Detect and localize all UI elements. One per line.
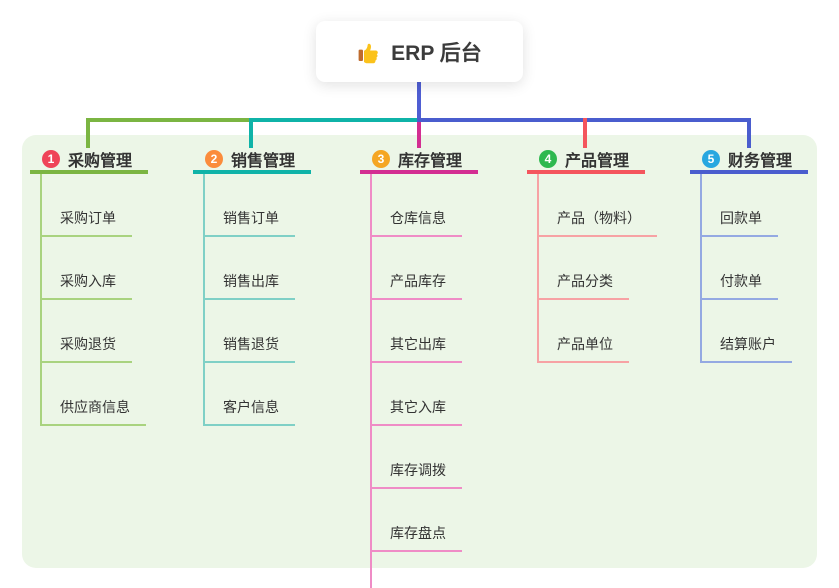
branch-number-badge: 4 [539, 150, 557, 168]
branch-product: 4 产品管理 产品（物料） 产品分类 产品单位 [527, 148, 657, 363]
branches-panel [22, 135, 817, 568]
mindmap-node[interactable]: 库存盘点 [372, 489, 462, 552]
branch-children: 采购订单 采购入库 采购退货 供应商信息 [40, 174, 148, 426]
root-title: ERP 后台 [391, 41, 482, 65]
branch-children: 产品（物料） 产品分类 产品单位 [537, 174, 657, 363]
branch-drop-line [583, 118, 587, 148]
branch-header[interactable]: 2 销售管理 [193, 148, 311, 174]
branch-label: 库存管理 [398, 153, 463, 170]
mindmap-node[interactable]: 采购入库 [42, 237, 132, 300]
branch-finance: 5 财务管理 回款单 付款单 结算账户 [690, 148, 808, 363]
mindmap-node[interactable]: 出库库明细 [372, 552, 476, 588]
branch-header[interactable]: 5 财务管理 [690, 148, 808, 174]
branch-purchase: 1 采购管理 采购订单 采购入库 采购退货 供应商信息 [30, 148, 148, 426]
mindmap-node[interactable]: 库存调拨 [372, 426, 462, 489]
branch-header[interactable]: 1 采购管理 [30, 148, 148, 174]
bus-line-teal [250, 118, 419, 122]
mindmap-node[interactable]: 其它出库 [372, 300, 462, 363]
mindmap-node[interactable]: 销售出库 [205, 237, 295, 300]
branch-label: 销售管理 [231, 153, 296, 170]
mindmap-node[interactable]: 结算账户 [702, 300, 792, 363]
mindmap-node[interactable]: 产品（物料） [539, 174, 657, 237]
branch-header[interactable]: 4 产品管理 [527, 148, 645, 174]
mindmap-node[interactable]: 付款单 [702, 237, 778, 300]
branch-number-badge: 2 [205, 150, 223, 168]
root-connector-line [417, 82, 421, 122]
branch-number-badge: 3 [372, 150, 390, 168]
branch-drop-line [86, 118, 90, 148]
mindmap-node[interactable]: 仓库信息 [372, 174, 462, 237]
mindmap-node[interactable]: 供应商信息 [42, 363, 146, 426]
mindmap-node[interactable]: 采购订单 [42, 174, 132, 237]
branch-inventory: 3 库存管理 仓库信息 产品库存 其它出库 其它入库 库存调拨 库存盘点 出库库… [360, 148, 478, 588]
mindmap-node[interactable]: 销售退货 [205, 300, 295, 363]
branch-drop-line [249, 118, 253, 148]
branch-label: 采购管理 [68, 153, 133, 170]
mindmap-node[interactable]: 产品单位 [539, 300, 629, 363]
branch-children: 销售订单 销售出库 销售退货 客户信息 [203, 174, 311, 426]
mindmap-node[interactable]: 产品分类 [539, 237, 629, 300]
branch-sales: 2 销售管理 销售订单 销售出库 销售退货 客户信息 [193, 148, 311, 426]
branch-label: 产品管理 [565, 153, 630, 170]
mindmap-node[interactable]: 销售订单 [205, 174, 295, 237]
mindmap-node[interactable]: 回款单 [702, 174, 778, 237]
branch-children: 回款单 付款单 结算账户 [700, 174, 808, 363]
bus-line-green [86, 118, 253, 122]
mindmap-node[interactable]: 采购退货 [42, 300, 132, 363]
branch-number-badge: 1 [42, 150, 60, 168]
root-node[interactable]: ERP 后台 [316, 21, 523, 82]
mindmap-node[interactable]: 其它入库 [372, 363, 462, 426]
branch-header[interactable]: 3 库存管理 [360, 148, 478, 174]
mindmap-node[interactable]: 产品库存 [372, 237, 462, 300]
branch-drop-line [417, 122, 421, 148]
branch-children: 仓库信息 产品库存 其它出库 其它入库 库存调拨 库存盘点 出库库明细 [370, 174, 478, 588]
branch-drop-line [747, 118, 751, 148]
thumbs-up-icon [358, 43, 378, 63]
branch-number-badge: 5 [702, 150, 720, 168]
mindmap-node[interactable]: 客户信息 [205, 363, 295, 426]
branch-label: 财务管理 [728, 153, 793, 170]
